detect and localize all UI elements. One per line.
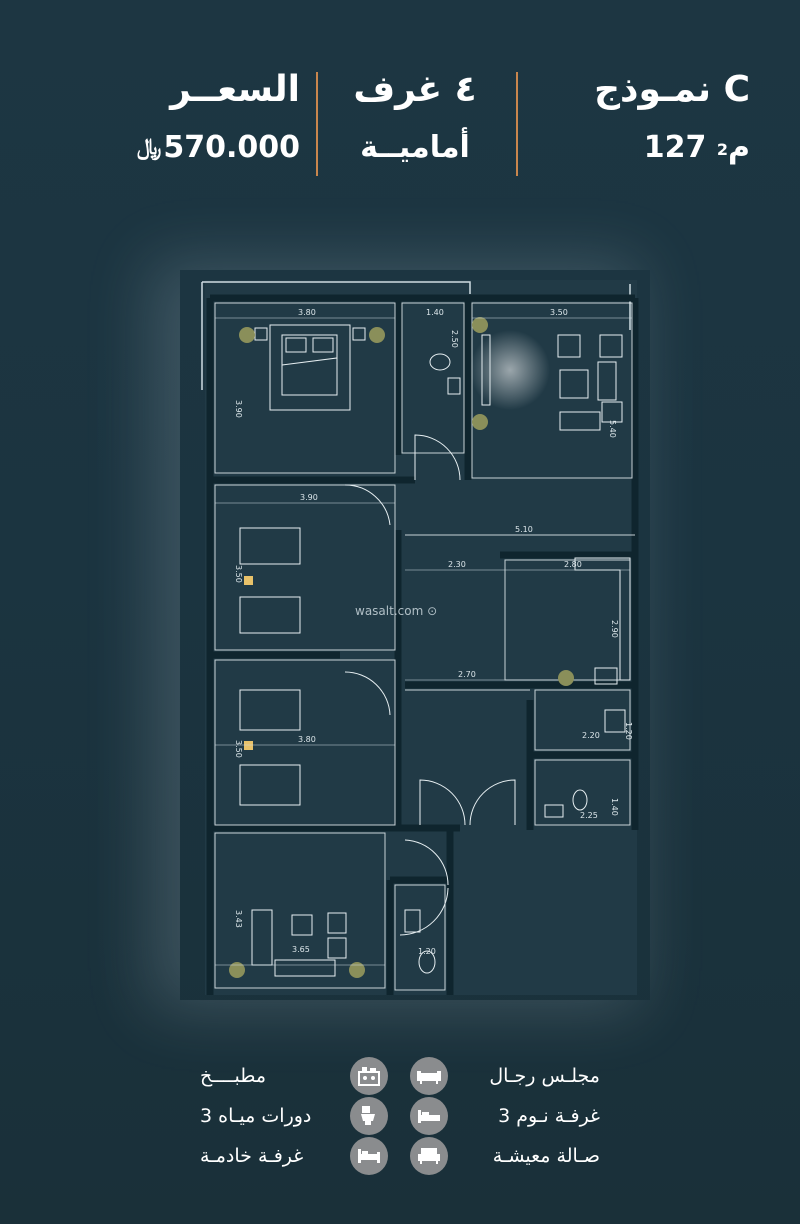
- feature-living-hall: صـالة معيشـة: [410, 1136, 600, 1176]
- price-block: السعــر ﷼ 570.000: [110, 60, 300, 176]
- sofa-icon: [410, 1057, 448, 1095]
- dimension-label: 3.90: [234, 400, 243, 418]
- dimension-label: 3.43: [234, 910, 243, 928]
- dimension-label: 3.90: [300, 493, 318, 502]
- lamp-icons: [244, 576, 253, 750]
- rooms-subtitle: أماميــة: [360, 130, 470, 165]
- price-title: السعــر: [170, 69, 300, 110]
- feature-label: مطبــــخ: [200, 1065, 267, 1087]
- dimension-label: 1.20: [624, 722, 633, 740]
- rooms-title: ٤ غرف: [353, 69, 477, 110]
- dimension-label: 3.80: [298, 735, 316, 744]
- feature-label: مجلـس رجـال: [489, 1065, 600, 1087]
- dimension-label: 1.40: [610, 798, 619, 816]
- model-title: نمـوذج C: [594, 69, 750, 110]
- plan-base: [205, 280, 637, 995]
- dimension-label: 3.50: [234, 565, 243, 583]
- dimension-label: 2.20: [582, 731, 600, 740]
- bathroom-icon: [350, 1097, 388, 1135]
- armchair-icon: [410, 1137, 448, 1175]
- feature-label: 3 دورات ميـاه: [200, 1105, 312, 1127]
- dimension-label: 3.50: [550, 308, 568, 317]
- dimension-label: 2.30: [448, 560, 466, 569]
- model-area: 127 م2: [530, 120, 750, 176]
- dimension-label: 3.50: [234, 740, 243, 758]
- watermark-label: wasalt.com: [355, 604, 424, 618]
- feature-men-majlis: مجلـس رجـال: [410, 1056, 600, 1096]
- feature-maid-room: غرفـة خادمـة: [200, 1136, 400, 1176]
- feature-label: غرفـة خادمـة: [200, 1145, 304, 1167]
- living-furniture: [429, 334, 623, 431]
- dimension-label: 2.70: [458, 670, 476, 679]
- model-area-value: 127: [643, 130, 707, 165]
- plan-doors: [344, 434, 516, 936]
- model-area-sup: 2: [716, 140, 728, 159]
- dimension-label: 2.50: [450, 330, 459, 348]
- model-area-unit: م: [728, 130, 750, 165]
- bed-icon: [410, 1097, 448, 1135]
- riyal-icon: ﷼: [137, 135, 162, 160]
- maid-room-icon: [350, 1137, 388, 1175]
- kids-beds: [239, 527, 301, 806]
- watermark-logo-icon: ⊙: [427, 604, 438, 618]
- rooms-block: ٤ غرف أماميــة: [330, 60, 500, 176]
- features-list: مجلـس رجـال 3 غرفـة نـوم صـالة معيشـة مط…: [0, 1050, 800, 1180]
- dimension-label: 1.20: [418, 947, 436, 956]
- header-divider-left: [316, 72, 318, 176]
- floor-plan: 3.80 1.40 3.50 3.90 2.50 3.90 5.10 2.30 2.80 3.50…: [180, 270, 650, 1000]
- dimension-label: 1.40: [426, 308, 444, 317]
- majlis-furniture: [251, 909, 347, 977]
- master-bed: [254, 324, 366, 411]
- kitchen-icon: [350, 1057, 388, 1095]
- bathroom-fixtures: [404, 709, 626, 974]
- price-row: ﷼ 570.000: [110, 120, 300, 176]
- feature-label: صـالة معيشـة: [492, 1145, 600, 1167]
- header-divider-right: [516, 72, 518, 176]
- dimension-labels: 3.80 1.40 3.50 3.90 2.50 3.90 5.10 2.30 2.80 3.50…: [234, 308, 633, 956]
- dimension-label: 2.80: [564, 560, 582, 569]
- dimension-label: 3.65: [292, 945, 310, 954]
- dimension-label: 3.80: [298, 308, 316, 317]
- header: نمـوذج C 127 م2 ٤ غرف أماميــة السعــر ﷼…: [0, 60, 800, 190]
- feature-bathrooms: 3 دورات ميـاه: [200, 1096, 400, 1136]
- plant-icons: [229, 317, 574, 978]
- feature-bedrooms: 3 غرفـة نـوم: [410, 1096, 600, 1136]
- dimension-label: 5.40: [608, 420, 617, 438]
- dimension-label: 5.10: [515, 525, 533, 534]
- dimension-label: 2.25: [580, 811, 598, 820]
- model-block: نمـوذج C 127 م2: [530, 60, 750, 176]
- watermark-text: wasalt.com ⊙: [355, 604, 437, 618]
- dimension-label: 2.90: [610, 620, 619, 638]
- price-value: 570.000: [163, 130, 300, 165]
- feature-label: 3 غرفـة نـوم: [498, 1105, 600, 1127]
- floor-plan-drawing: 3.80 1.40 3.50 3.90 2.50 3.90 5.10 2.30 2.80 3.50…: [201, 280, 639, 995]
- feature-kitchen: مطبــــخ: [200, 1056, 400, 1096]
- plan-walls: [206, 294, 639, 995]
